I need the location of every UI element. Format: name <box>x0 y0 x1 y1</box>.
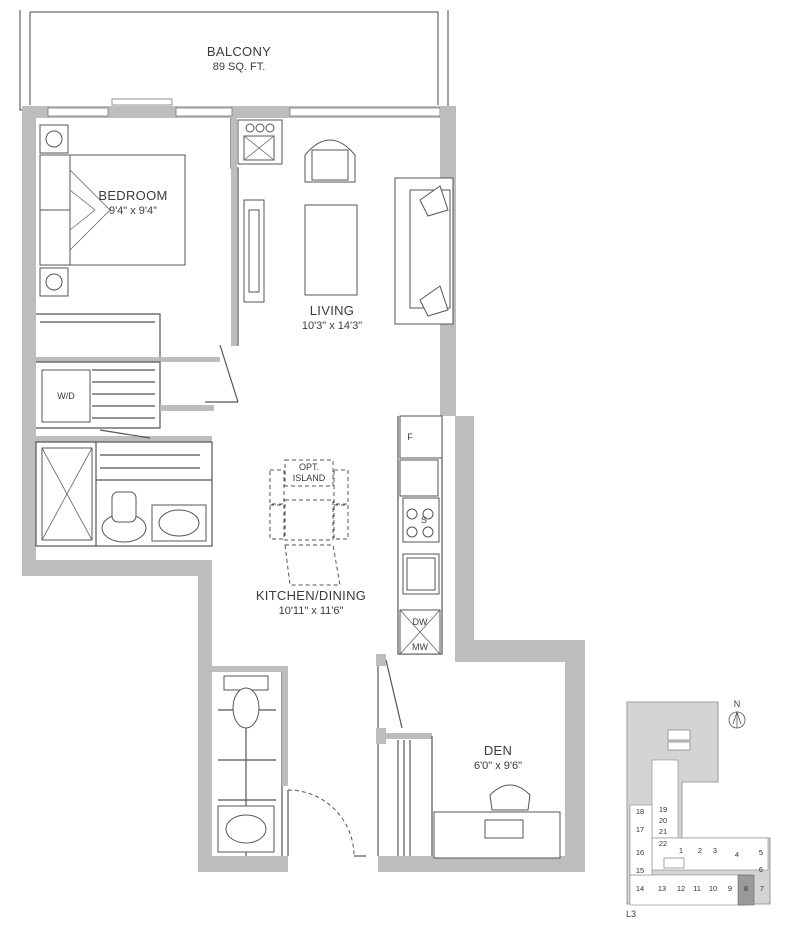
unit-8: 8 <box>744 884 748 893</box>
balcony-area: 89 SQ. FT. <box>213 61 266 73</box>
unit-17: 17 <box>636 825 644 834</box>
north-label: N <box>734 699 741 709</box>
room-labels: BALCONY 89 SQ. FT. BEDROOM 9'4" x 9'4" L… <box>57 44 522 772</box>
unit-2: 2 <box>698 846 702 855</box>
den-size: 6'0" x 9'6" <box>474 760 522 772</box>
unit-7: 7 <box>760 884 764 893</box>
unit-4: 4 <box>735 850 739 859</box>
unit-1: 1 <box>679 846 683 855</box>
bedroom-size: 9'4" x 9'4" <box>109 205 157 217</box>
unit-14: 14 <box>636 884 644 893</box>
unit-13: 13 <box>658 884 666 893</box>
balcony <box>19 10 449 111</box>
unit-21: 21 <box>659 827 667 836</box>
stove-label: S <box>421 515 427 525</box>
den-name: DEN <box>484 743 512 758</box>
unit-10: 10 <box>709 884 717 893</box>
level-label: L3 <box>626 909 636 919</box>
unit-3: 3 <box>713 846 717 855</box>
mw-label: MW <box>412 642 428 652</box>
key-plan: N 1 2 3 4 5 6 7 8 9 10 11 12 13 14 15 16… <box>626 699 771 919</box>
kitchen-name: KITCHEN/DINING <box>256 588 366 603</box>
unit-12: 12 <box>677 884 685 893</box>
balcony-name: BALCONY <box>207 44 271 59</box>
kitchen-size: 10'11" x 11'6" <box>279 605 344 617</box>
unit-11: 11 <box>693 884 701 893</box>
unit-22: 22 <box>659 839 667 848</box>
living-name: LIVING <box>310 303 354 318</box>
unit-20: 20 <box>659 816 667 825</box>
interior-walls <box>35 118 443 857</box>
island-label-line1: OPT. <box>299 462 319 472</box>
wd-label: W/D <box>57 391 75 401</box>
unit-15: 15 <box>636 866 644 875</box>
living-size: 10'3" x 14'3" <box>302 320 362 332</box>
unit-5: 5 <box>759 848 763 857</box>
fixtures <box>39 119 561 859</box>
island-label-line2: ISLAND <box>293 473 326 483</box>
unit-19: 19 <box>659 805 667 814</box>
unit-9: 9 <box>728 884 732 893</box>
dw-label: DW <box>413 617 428 627</box>
highlighted-unit <box>737 874 755 906</box>
fridge-label: F <box>407 432 413 442</box>
unit-16: 16 <box>636 848 644 857</box>
unit-18: 18 <box>636 807 644 816</box>
unit-6: 6 <box>759 865 763 874</box>
bedroom-name: BEDROOM <box>98 188 167 203</box>
